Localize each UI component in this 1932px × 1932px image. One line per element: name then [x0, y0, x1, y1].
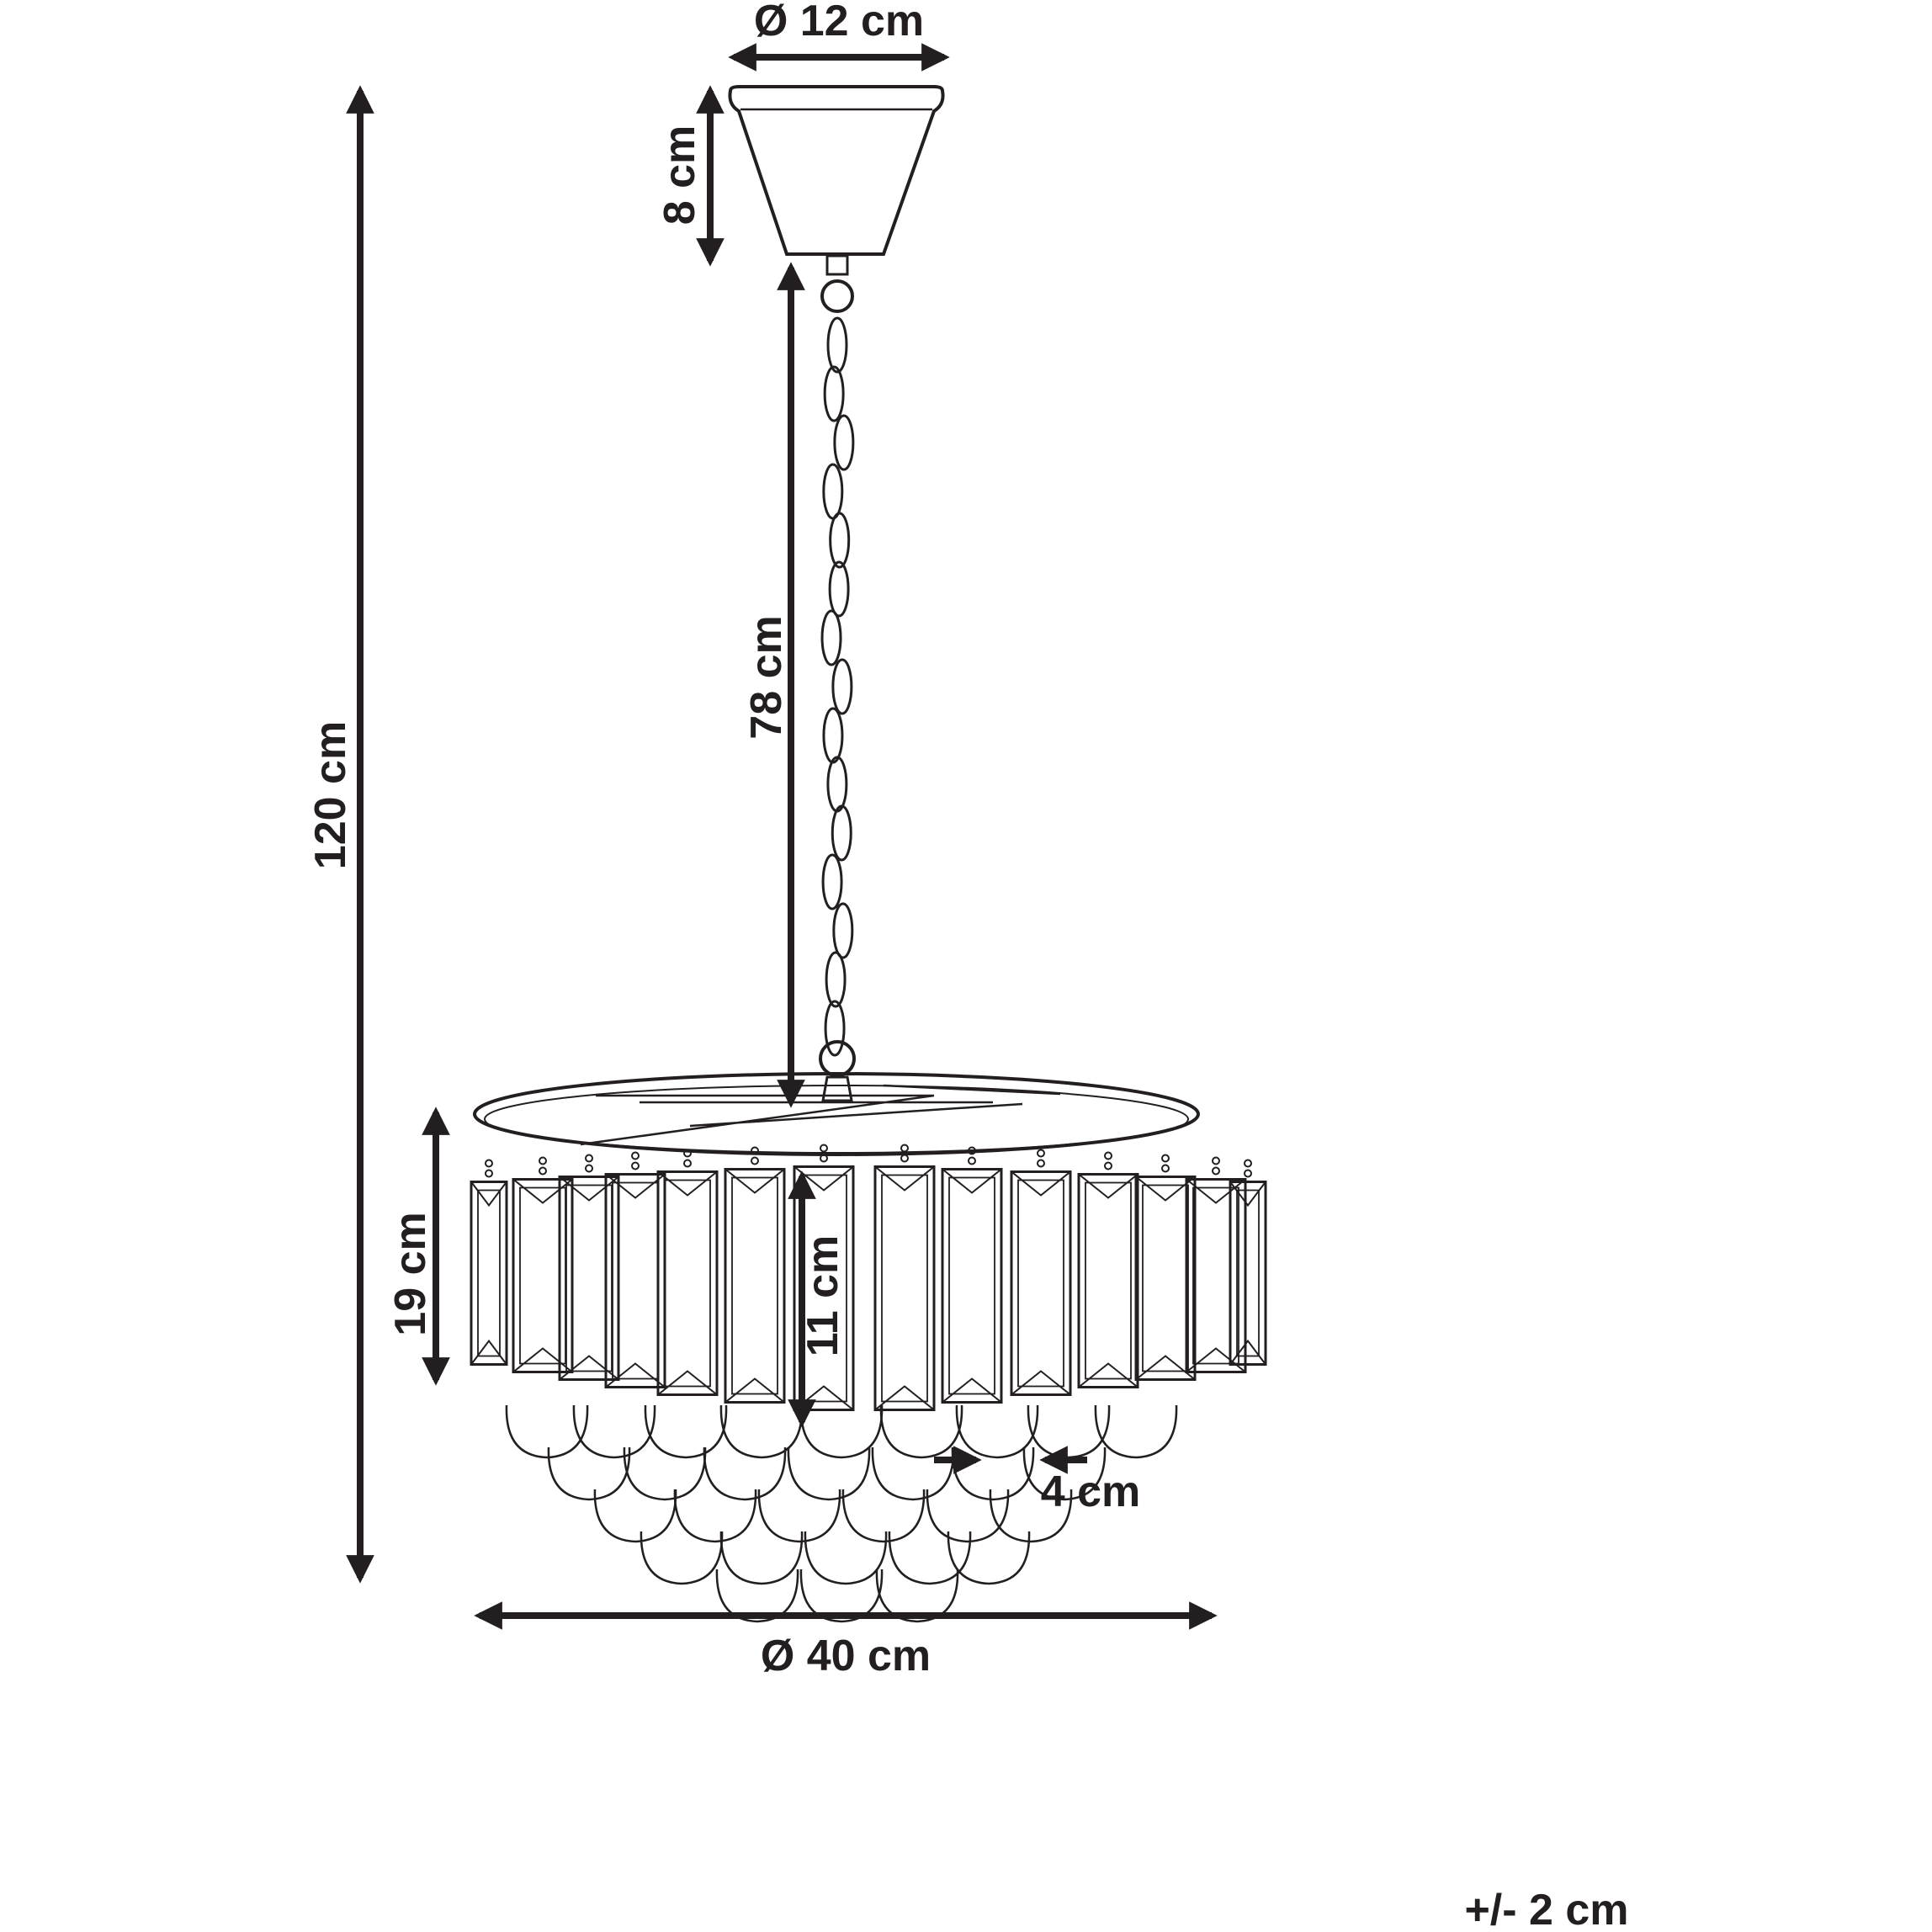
crystal-width-label: 4 cm [1041, 1468, 1141, 1516]
chain-link [829, 512, 851, 569]
crystal-drop [644, 1404, 728, 1459]
crystal-prism [873, 1144, 936, 1411]
hanging-chain [820, 279, 855, 1057]
crystal-drop [947, 1531, 1031, 1585]
chain-link [820, 609, 842, 666]
crystal-prism [470, 1159, 508, 1366]
ceiling-canopy [728, 85, 945, 276]
chain-link [832, 902, 854, 959]
crystal-prism [1077, 1151, 1139, 1388]
crystal-prism [512, 1156, 574, 1373]
chain-link [824, 1000, 846, 1057]
chain-link [822, 707, 844, 764]
chain-link [828, 560, 850, 618]
crystal-drop [888, 1531, 972, 1585]
crystal-drop [926, 1489, 1010, 1543]
chain-hook [819, 1040, 856, 1102]
crystal-drop [1027, 1404, 1111, 1459]
chain-link [831, 658, 853, 715]
canopy-diameter-label: Ø 12 cm [754, 0, 924, 45]
crystal-prism [1134, 1154, 1197, 1381]
crystal-drop [1022, 1446, 1107, 1501]
crystal-drop [673, 1489, 757, 1543]
crystal-drop [955, 1404, 1039, 1459]
chain-link [831, 804, 852, 862]
crystal-prism [1010, 1149, 1072, 1396]
chain-link [821, 853, 843, 910]
crystal-prism [604, 1151, 666, 1388]
crystal-prism [558, 1154, 620, 1381]
chain-link [826, 316, 848, 374]
chain-length-label: 78 cm [742, 615, 791, 739]
crystal-drop [804, 1531, 888, 1585]
crystal-drop [871, 1446, 955, 1501]
crystal-drop [593, 1489, 677, 1543]
shade-height-label: 19 cm [386, 1212, 435, 1335]
chain-link [826, 756, 848, 813]
crystal-prism [724, 1146, 786, 1404]
crystal-drop [703, 1446, 787, 1501]
crystal-drop [719, 1404, 804, 1459]
chain-link [823, 365, 845, 422]
crystal-drop [623, 1446, 707, 1501]
crystal-prism [1229, 1159, 1267, 1366]
tolerance-note: +/- 2 cm [1464, 1886, 1628, 1932]
chain-link [833, 414, 855, 471]
shade-diameter-label: Ø 40 cm [761, 1632, 931, 1680]
crystal-prism-row [470, 1144, 1267, 1411]
crystal-drop [1094, 1404, 1178, 1459]
chain-link [822, 463, 844, 520]
crystal-drop [799, 1404, 884, 1459]
crystal-drop [719, 1531, 804, 1585]
crystal-drop [640, 1531, 724, 1585]
crystal-prism [656, 1149, 719, 1396]
crystal-drop [505, 1404, 589, 1459]
chandelier-drawing [470, 85, 1267, 1623]
crystal-drop [989, 1489, 1073, 1543]
crystal-length-label: 11 cm [799, 1235, 847, 1357]
crystal-drop [841, 1489, 926, 1543]
chain-link [825, 951, 847, 1008]
total-height-label: 120 cm [306, 721, 355, 869]
crystal-drop [951, 1446, 1035, 1501]
dimension-labels: Ø 12 cm 8 cm 78 cm 120 cm 19 cm 11 cm 4 … [306, 0, 1629, 1932]
canopy-height-label: 8 cm [656, 125, 704, 226]
crystal-prism [941, 1146, 1003, 1404]
shade-top-ring [473, 1072, 1200, 1156]
crystal-prism [1185, 1156, 1247, 1373]
dimension-lines [346, 43, 1218, 1630]
crystal-drop [787, 1446, 871, 1501]
crystal-drop [572, 1404, 656, 1459]
crystal-drop [879, 1404, 963, 1459]
crystal-drop [757, 1489, 841, 1543]
